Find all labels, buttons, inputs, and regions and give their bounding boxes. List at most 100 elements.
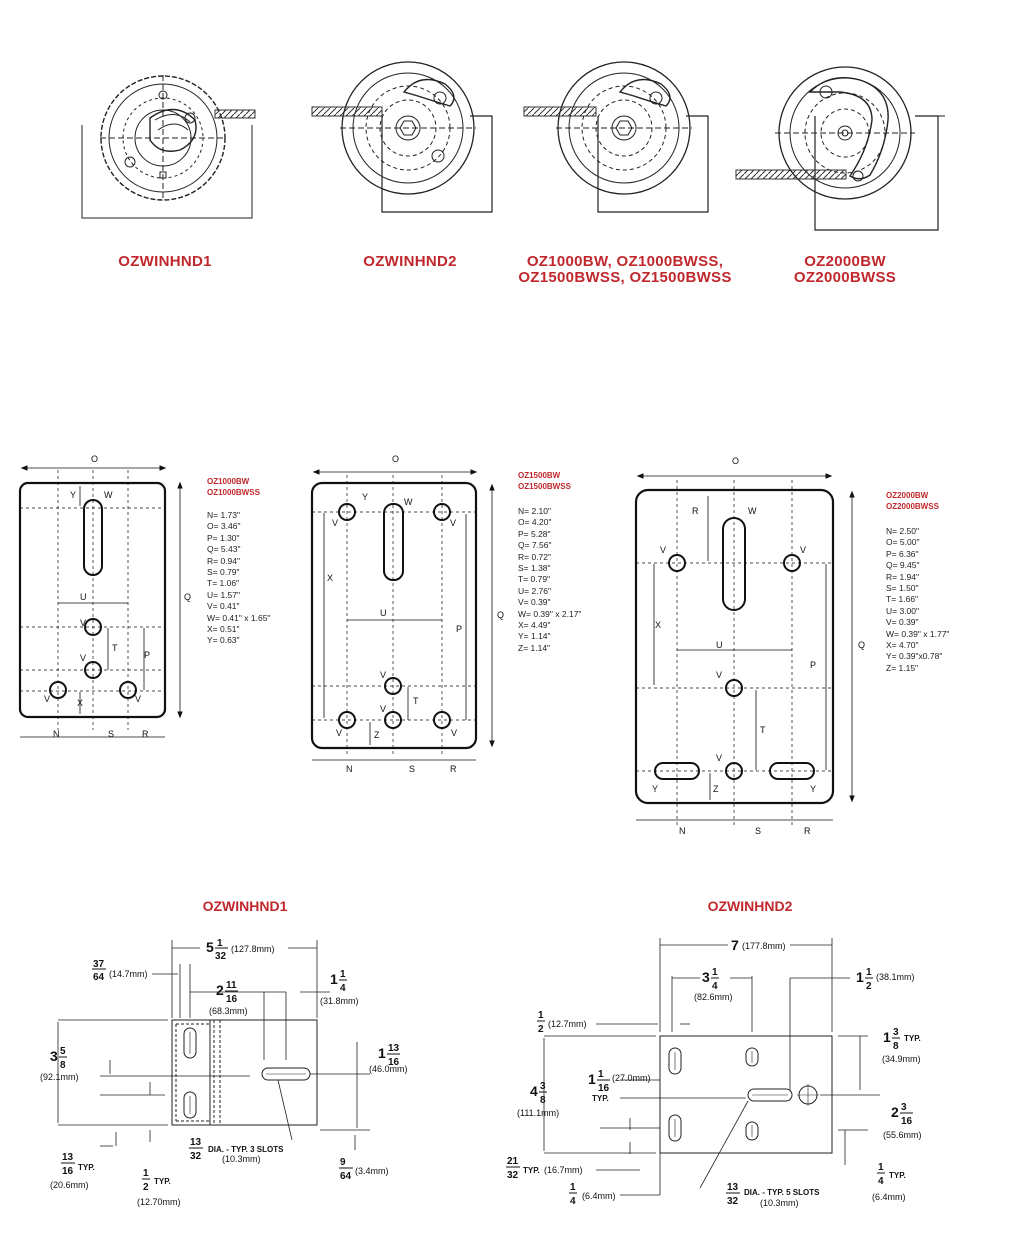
spec-line: P= 6.36" bbox=[886, 548, 919, 559]
winch-ozwinhnd2-drawing bbox=[311, 61, 493, 213]
b1-slot-text: DIA. - TYP. 3 SLOTS bbox=[208, 1145, 284, 1154]
dim-label: Y bbox=[362, 492, 368, 502]
spec-line: T= 1.06" bbox=[207, 578, 240, 589]
b1-d113-mm: (46.0mm) bbox=[369, 1064, 408, 1074]
dim-label: O bbox=[732, 456, 739, 466]
model-label: OZ2000BW bbox=[886, 491, 929, 500]
b2-d14-mm: (6.4mm) bbox=[582, 1191, 616, 1201]
b2-d14b-typ: TYP. bbox=[889, 1171, 906, 1180]
dim-label: V bbox=[800, 545, 806, 555]
b2-d2132-typ: TYP. bbox=[523, 1166, 540, 1175]
b1-d114-whole: 1 bbox=[330, 971, 338, 987]
spec-line: U= 3.00" bbox=[886, 605, 920, 616]
dim-label: Q bbox=[184, 592, 191, 602]
bracket2-drawing bbox=[543, 938, 880, 1196]
b1-d113-whole: 1 bbox=[378, 1045, 386, 1061]
spec-line: Q= 9.45" bbox=[886, 560, 920, 571]
b2-d138-den: 8 bbox=[893, 1041, 899, 1052]
plate-oz1000bw bbox=[18, 465, 183, 738]
b2-slot-text: DIA. - TYP. 5 SLOTS bbox=[744, 1188, 820, 1197]
b1-d964-num: 9 bbox=[340, 1157, 346, 1168]
dim-label: Z bbox=[713, 784, 719, 794]
b2-d1116-mm: (27.0mm) bbox=[612, 1073, 651, 1083]
dim-label: Y bbox=[810, 784, 816, 794]
spec-line: R= 1.94" bbox=[886, 571, 920, 582]
spec-line: X= 4.49" bbox=[518, 620, 551, 631]
spec-line: Q= 7.56" bbox=[518, 540, 552, 551]
caption-line: OZWINHND1 bbox=[118, 253, 212, 270]
b2-d2316-den: 16 bbox=[901, 1116, 913, 1127]
dim-label: V bbox=[450, 518, 456, 528]
b1-d211-num: 11 bbox=[226, 980, 237, 991]
dim-label: P bbox=[144, 650, 150, 660]
b1-width-whole: 5 bbox=[206, 939, 214, 955]
specs-oz2000bw: OZ2000BW OZ2000BWSS N= 2.50"O= 5.00"P= 6… bbox=[886, 490, 949, 674]
dim-label: V bbox=[44, 694, 50, 704]
spec-line: S= 1.38" bbox=[518, 563, 551, 574]
caption-line: OZ1000BW, OZ1000BWSS, bbox=[526, 253, 724, 270]
b2-d2316-mm: (55.6mm) bbox=[883, 1130, 922, 1140]
b2-d1116-den: 16 bbox=[598, 1083, 610, 1094]
b2-d12-mm: (12.7mm) bbox=[548, 1019, 587, 1029]
dim-label: U bbox=[80, 592, 87, 602]
b2-slot-den: 32 bbox=[727, 1196, 739, 1207]
caption-ozwinhnd1: OZWINHND1 bbox=[80, 254, 250, 270]
b2-d2316-num: 3 bbox=[901, 1102, 907, 1113]
dim-label: X bbox=[655, 620, 661, 630]
b1-d12-mm: (12.70mm) bbox=[137, 1197, 181, 1207]
winch-ozwinhnd1-drawing bbox=[81, 75, 256, 219]
dim-label: V bbox=[380, 670, 386, 680]
spec-line: O= 4.20" bbox=[518, 517, 552, 528]
b1-d964-mm: (3.4mm) bbox=[355, 1166, 389, 1176]
b1-h-whole: 3 bbox=[50, 1048, 58, 1064]
b1-d113-num: 13 bbox=[388, 1043, 400, 1054]
model-label: OZ1500BW bbox=[518, 471, 561, 480]
dim-label: V bbox=[716, 670, 722, 680]
dim-label: X bbox=[327, 573, 333, 583]
b1-d1316-mm: (20.6mm) bbox=[50, 1180, 89, 1190]
b1-d1316-num: 13 bbox=[62, 1152, 74, 1163]
spec-line: Q= 5.43" bbox=[207, 544, 241, 555]
caption-ozwinhnd2: OZWINHND2 bbox=[325, 254, 495, 270]
b2-d138-num: 3 bbox=[893, 1027, 899, 1038]
mounting-plate-diagrams: O Q Y W U V V T P V V X N S R O Q Y W V … bbox=[18, 454, 865, 836]
spec-line: S= 1.50" bbox=[886, 583, 919, 594]
b1-h-num: 5 bbox=[60, 1046, 66, 1057]
dim-label: S bbox=[409, 764, 415, 774]
dim-label: Y bbox=[70, 490, 76, 500]
spec-line: W= 0.39" x 2.17" bbox=[518, 608, 582, 619]
b2-h-num: 3 bbox=[540, 1081, 546, 1092]
spec-line: W= 0.41" x 1.65" bbox=[207, 612, 271, 623]
dim-label: S bbox=[755, 826, 761, 836]
b1-width-num: 1 bbox=[217, 938, 223, 949]
specs-oz1500bw: OZ1500BW OZ1500BWSS N= 2.10"O= 4.20"P= 5… bbox=[518, 470, 581, 654]
b2-d138-whole: 1 bbox=[883, 1029, 891, 1045]
b1-d12-den: 2 bbox=[143, 1182, 149, 1193]
b2-d138-typ: TYP. bbox=[904, 1034, 921, 1043]
dim-label: Q bbox=[497, 610, 504, 620]
dim-label: R bbox=[142, 729, 149, 739]
b2-d14b-num: 1 bbox=[878, 1162, 884, 1173]
caption-line: OZ2000BW bbox=[804, 253, 886, 270]
winch-oz1000bw-drawing bbox=[523, 61, 709, 213]
spec-line: N= 2.50" bbox=[886, 526, 920, 536]
b1-d1316-typ: TYP. bbox=[78, 1163, 95, 1172]
b1-d114-mm: (31.8mm) bbox=[320, 996, 359, 1006]
bracket-diagrams: 5 1 32 (127.8mm) 37 64 (14.7mm) 2 11 16 … bbox=[40, 937, 922, 1208]
dim-label: R bbox=[692, 506, 699, 516]
dim-label: O bbox=[392, 454, 399, 464]
b2-d2132-den: 32 bbox=[507, 1170, 519, 1181]
spec-line: P= 1.30" bbox=[207, 532, 240, 543]
b1-d114-den: 4 bbox=[340, 983, 346, 994]
spec-line: Y= 0.63" bbox=[207, 635, 240, 646]
dim-label: P bbox=[456, 624, 462, 634]
spec-line: V= 0.39" bbox=[518, 597, 551, 608]
b1-d12-num: 1 bbox=[143, 1168, 149, 1179]
b1-slot-num: 13 bbox=[190, 1137, 202, 1148]
b1-width-den: 32 bbox=[215, 951, 227, 962]
b2-d14b-den: 4 bbox=[878, 1176, 884, 1187]
b1-d1316-den: 16 bbox=[62, 1166, 74, 1177]
dim-label: N bbox=[346, 764, 353, 774]
b2-d314-den: 4 bbox=[712, 981, 718, 992]
spec-line: T= 0.79" bbox=[518, 574, 551, 585]
